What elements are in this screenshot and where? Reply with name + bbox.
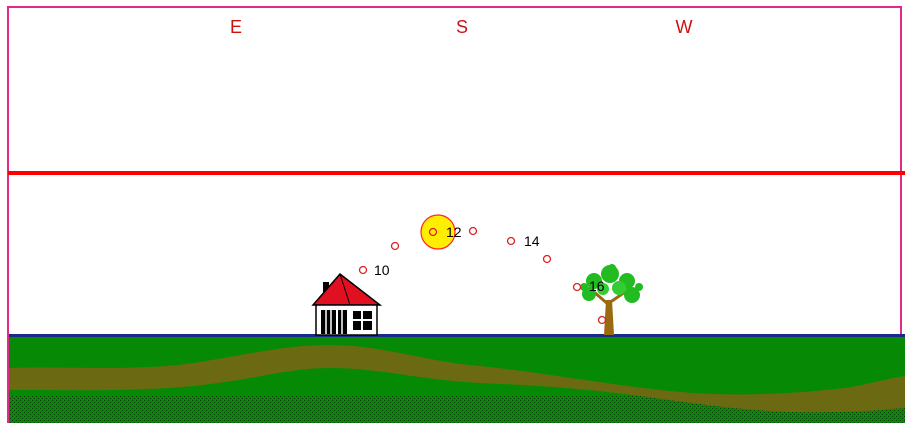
tree-icon	[580, 264, 643, 335]
hour-label-16: 16	[589, 278, 605, 294]
ground-line	[9, 334, 905, 337]
hour-label-10: 10	[374, 262, 390, 278]
dirt-path	[9, 345, 905, 413]
hour-marker	[572, 282, 582, 292]
hour-marker	[468, 226, 478, 236]
compass-east-label: E	[230, 17, 242, 37]
horizon-separator-line	[8, 171, 905, 175]
house-icon	[311, 272, 383, 336]
hour-markers	[358, 226, 607, 325]
hour-marker	[358, 265, 368, 275]
hour-marker	[428, 227, 438, 237]
hour-marker	[506, 236, 516, 246]
compass-west-label: W	[676, 17, 693, 37]
hour-label-14: 14	[524, 233, 540, 249]
compass-south-label: S	[456, 17, 468, 37]
hour-marker	[390, 241, 400, 251]
hour-label-12: 12	[446, 224, 462, 240]
hour-marker	[597, 315, 607, 325]
sun-icon	[420, 214, 456, 250]
hour-marker	[542, 254, 552, 264]
